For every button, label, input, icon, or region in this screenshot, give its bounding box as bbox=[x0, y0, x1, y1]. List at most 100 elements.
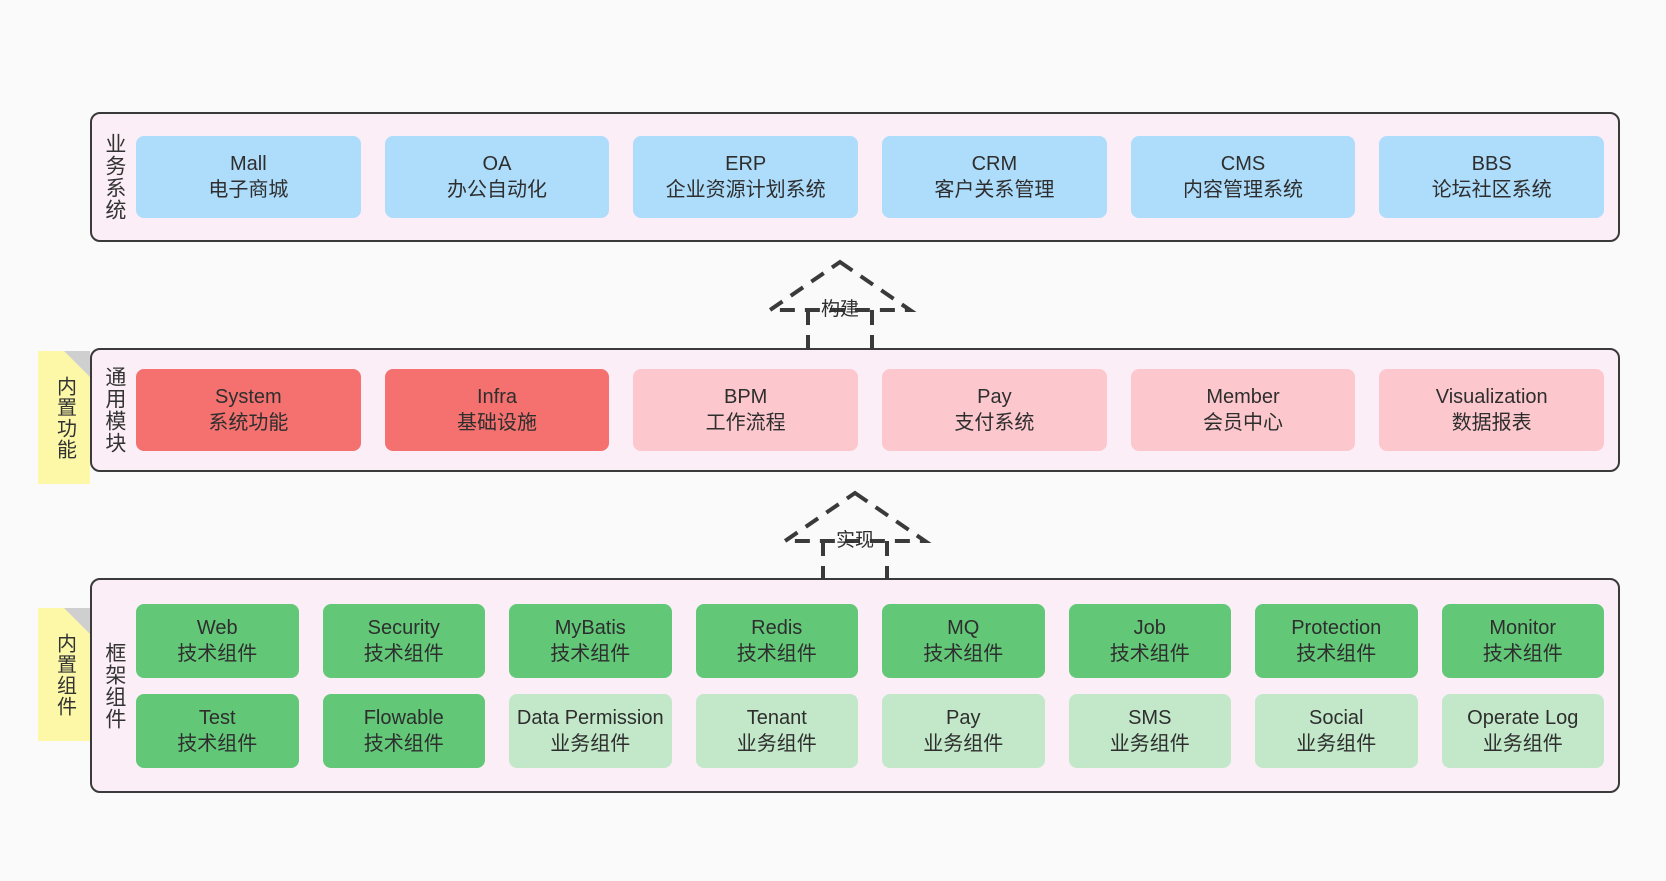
card-web[interactable]: Web 技术组件 bbox=[136, 603, 299, 678]
card-pay-module-title: Pay bbox=[977, 386, 1012, 408]
card-job-subtitle: 技术组件 bbox=[1109, 642, 1190, 665]
card-sms-subtitle: 业务组件 bbox=[1109, 732, 1190, 755]
card-visualization-title: Visualization bbox=[1435, 386, 1548, 408]
card-monitor-title: Monitor bbox=[1489, 616, 1557, 639]
card-social-title: Social bbox=[1309, 706, 1364, 729]
layer-title-common-modules: 通用模块 bbox=[102, 366, 126, 454]
card-pay-module[interactable]: Pay 支付系统 bbox=[882, 369, 1107, 451]
card-infra-subtitle: 基础设施 bbox=[457, 412, 537, 434]
card-oa[interactable]: OA 办公自动化 bbox=[384, 136, 610, 218]
card-system-subtitle: 系统功能 bbox=[208, 412, 289, 434]
card-job-title: Job bbox=[1133, 616, 1166, 639]
arrow-build-shape bbox=[763, 259, 917, 348]
card-row-common-modules: System 系统功能 Infra 基础设施 BPM 工作流程 Pay 支付系统… bbox=[136, 369, 1605, 451]
card-operate-log-title: Operate Log bbox=[1467, 706, 1579, 729]
card-cms[interactable]: CMS 内容管理系统 bbox=[1130, 136, 1356, 218]
arrow-build: 构建 bbox=[760, 256, 920, 348]
card-mq[interactable]: MQ 技术组件 bbox=[882, 603, 1045, 678]
card-test-subtitle: 技术组件 bbox=[177, 732, 258, 755]
layer-title-business-systems: 业务系统 bbox=[102, 133, 126, 221]
card-monitor[interactable]: Monitor 技术组件 bbox=[1441, 603, 1604, 678]
card-test[interactable]: Test 技术组件 bbox=[136, 693, 299, 768]
card-system[interactable]: System 系统功能 bbox=[136, 369, 361, 451]
card-test-title: Test bbox=[198, 706, 236, 729]
card-security[interactable]: Security 技术组件 bbox=[322, 603, 485, 678]
card-pay-component[interactable]: Pay 业务组件 bbox=[882, 693, 1045, 768]
layer-title-framework-components: 框架组件 bbox=[102, 641, 126, 730]
card-mall[interactable]: Mall 电子商城 bbox=[136, 136, 361, 218]
card-social-subtitle: 业务组件 bbox=[1296, 732, 1377, 755]
card-pay-component-title: Pay bbox=[946, 706, 981, 729]
card-pay-module-subtitle: 支付系统 bbox=[954, 412, 1035, 434]
card-mall-title: Mall bbox=[230, 153, 267, 175]
card-social[interactable]: Social 业务组件 bbox=[1255, 693, 1418, 768]
layer-body-common-modules: System 系统功能 Infra 基础设施 BPM 工作流程 Pay 支付系统… bbox=[136, 350, 1618, 470]
card-protection[interactable]: Protection 技术组件 bbox=[1255, 603, 1418, 678]
card-member[interactable]: Member 会员中心 bbox=[1130, 369, 1356, 451]
layer-body-business-systems: Mall 电子商城 OA 办公自动化 ERP 企业资源计划系统 CRM 客户关系… bbox=[136, 114, 1618, 240]
card-web-subtitle: 技术组件 bbox=[177, 642, 258, 665]
card-row-business-systems: Mall 电子商城 OA 办公自动化 ERP 企业资源计划系统 CRM 客户关系… bbox=[136, 136, 1605, 218]
arrow-implement-shape bbox=[778, 490, 932, 579]
card-data-permission[interactable]: Data Permission 业务组件 bbox=[509, 693, 672, 768]
card-sms[interactable]: SMS 业务组件 bbox=[1068, 693, 1231, 768]
card-pay-component-subtitle: 业务组件 bbox=[923, 732, 1004, 755]
card-protection-subtitle: 技术组件 bbox=[1296, 642, 1377, 665]
card-mq-title: MQ bbox=[947, 616, 980, 639]
card-monitor-subtitle: 技术组件 bbox=[1482, 642, 1563, 665]
card-redis-subtitle: 技术组件 bbox=[736, 642, 817, 665]
layer-framework-components: 框架组件 Web 技术组件 Security 技术组件 MyBatis 技术组件… bbox=[90, 578, 1620, 793]
card-visualization-subtitle: 数据报表 bbox=[1451, 412, 1532, 434]
card-bbs[interactable]: BBS 论坛社区系统 bbox=[1379, 136, 1605, 218]
card-redis[interactable]: Redis 技术组件 bbox=[695, 603, 858, 678]
card-mq-subtitle: 技术组件 bbox=[923, 642, 1004, 665]
card-mybatis[interactable]: MyBatis 技术组件 bbox=[509, 603, 672, 678]
sticky-note-builtin-features: 内置功能 bbox=[38, 351, 90, 484]
sticky-note-builtin-components: 内置组件 bbox=[38, 608, 90, 741]
card-operate-log[interactable]: Operate Log 业务组件 bbox=[1441, 693, 1604, 768]
card-job[interactable]: Job 技术组件 bbox=[1068, 603, 1231, 678]
card-mall-subtitle: 电子商城 bbox=[208, 179, 289, 201]
card-erp-title: ERP bbox=[725, 153, 767, 175]
layer-common-modules: 通用模块 System 系统功能 Infra 基础设施 BPM 工作流程 Pay… bbox=[90, 348, 1620, 472]
card-flowable-subtitle: 技术组件 bbox=[363, 732, 444, 755]
arrow-build-label: 构建 bbox=[820, 299, 860, 320]
card-crm[interactable]: CRM 客户关系管理 bbox=[882, 136, 1107, 218]
arrow-implement-label: 实现 bbox=[835, 530, 875, 551]
card-tenant[interactable]: Tenant 业务组件 bbox=[695, 693, 858, 768]
card-flowable[interactable]: Flowable 技术组件 bbox=[322, 693, 485, 768]
layer-body-framework-components: Web 技术组件 Security 技术组件 MyBatis 技术组件 Redi… bbox=[136, 580, 1618, 791]
card-row-business-components: Test 技术组件 Flowable 技术组件 Data Permission … bbox=[136, 693, 1604, 768]
card-row-tech-components: Web 技术组件 Security 技术组件 MyBatis 技术组件 Redi… bbox=[136, 603, 1604, 678]
card-web-title: Web bbox=[196, 616, 238, 639]
card-flowable-title: Flowable bbox=[363, 706, 444, 729]
card-crm-subtitle: 客户关系管理 bbox=[934, 179, 1055, 201]
card-bpm[interactable]: BPM 工作流程 bbox=[633, 369, 859, 451]
card-security-title: Security bbox=[367, 616, 440, 639]
card-redis-title: Redis bbox=[751, 616, 803, 639]
card-visualization[interactable]: Visualization 数据报表 bbox=[1379, 369, 1605, 451]
card-oa-title: OA bbox=[482, 153, 512, 175]
card-bbs-subtitle: 论坛社区系统 bbox=[1431, 179, 1552, 201]
card-data-permission-title: Data Permission bbox=[516, 706, 664, 729]
card-infra[interactable]: Infra 基础设施 bbox=[384, 369, 610, 451]
card-mybatis-subtitle: 技术组件 bbox=[550, 642, 631, 665]
page-fold-icon bbox=[64, 608, 90, 634]
card-member-subtitle: 会员中心 bbox=[1203, 412, 1284, 434]
card-erp-subtitle: 企业资源计划系统 bbox=[665, 179, 826, 201]
card-mybatis-title: MyBatis bbox=[554, 616, 626, 639]
card-sms-title: SMS bbox=[1128, 706, 1172, 729]
layer-business-systems: 业务系统 Mall 电子商城 OA 办公自动化 ERP 企业资源计划系统 CRM… bbox=[90, 112, 1620, 242]
card-system-title: System bbox=[214, 386, 282, 408]
card-tenant-subtitle: 业务组件 bbox=[736, 732, 817, 755]
card-oa-subtitle: 办公自动化 bbox=[447, 179, 547, 201]
card-security-subtitle: 技术组件 bbox=[363, 642, 444, 665]
card-infra-title: Infra bbox=[476, 386, 518, 408]
card-cms-title: CMS bbox=[1220, 153, 1266, 175]
card-erp[interactable]: ERP 企业资源计划系统 bbox=[633, 136, 859, 218]
card-bpm-title: BPM bbox=[724, 386, 768, 408]
arrow-implement: 实现 bbox=[775, 487, 935, 579]
card-bpm-subtitle: 工作流程 bbox=[705, 412, 786, 434]
card-member-title: Member bbox=[1206, 386, 1280, 408]
card-crm-title: CRM bbox=[971, 153, 1018, 175]
